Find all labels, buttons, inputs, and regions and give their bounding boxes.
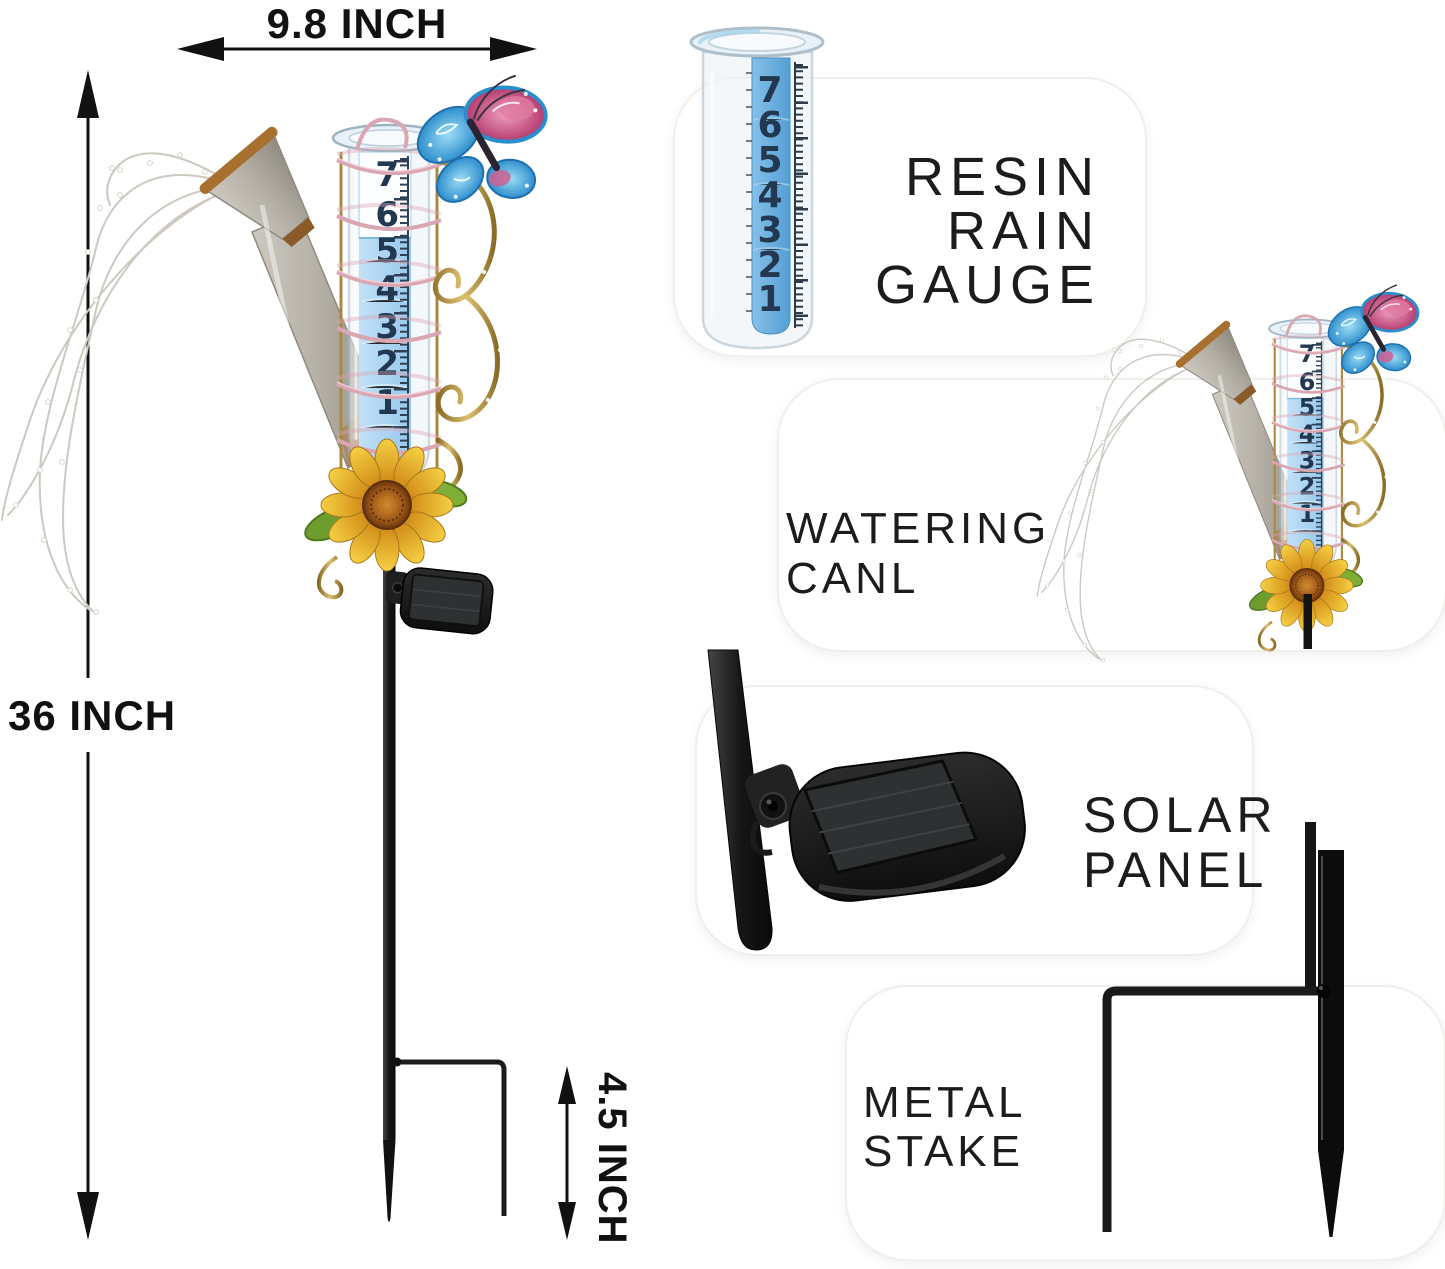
main-product-photo xyxy=(2,69,569,1222)
height-dimension-arrow xyxy=(77,70,99,1240)
width-dimension-label: 9.8 INCH xyxy=(266,0,448,47)
solar-panel xyxy=(385,567,494,635)
callout-label-solar-panel: SOLAR PANEL xyxy=(1083,787,1278,898)
callout-label-watering-can: WATERING CANL xyxy=(786,504,1051,603)
callout-label-resin-rain-gauge: RESIN RAIN GAUGE xyxy=(874,147,1100,315)
stake-depth-dimension-arrow xyxy=(558,1066,576,1240)
callout-label-metal-stake: METAL STAKE xyxy=(863,1078,1027,1176)
height-dimension-label: 36 INCH xyxy=(8,692,177,739)
stake-pole xyxy=(383,520,507,1222)
stake-depth-dimension-label: 4.5 INCH xyxy=(590,1072,634,1245)
